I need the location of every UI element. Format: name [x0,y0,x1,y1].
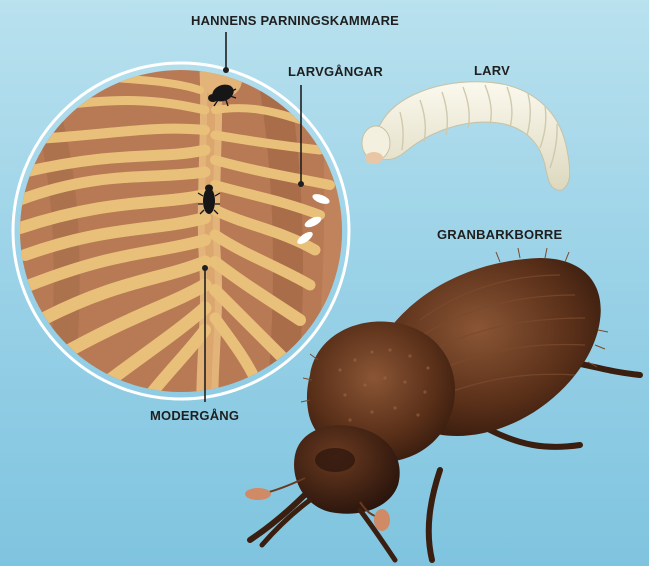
antenna-club-right [374,509,390,531]
label-maternal-gallery: MODERGÅNG [150,408,239,423]
label-bark-beetle: GRANBARKBORRE [437,227,562,242]
label-mating-chamber: HANNENS PARNINGSKAMMARE [191,13,399,28]
antenna-club-left [245,488,271,500]
label-larva: LARV [474,63,510,78]
larva-illustration [362,82,570,190]
label-larval-galleries: LARVGÅNGAR [288,64,383,79]
